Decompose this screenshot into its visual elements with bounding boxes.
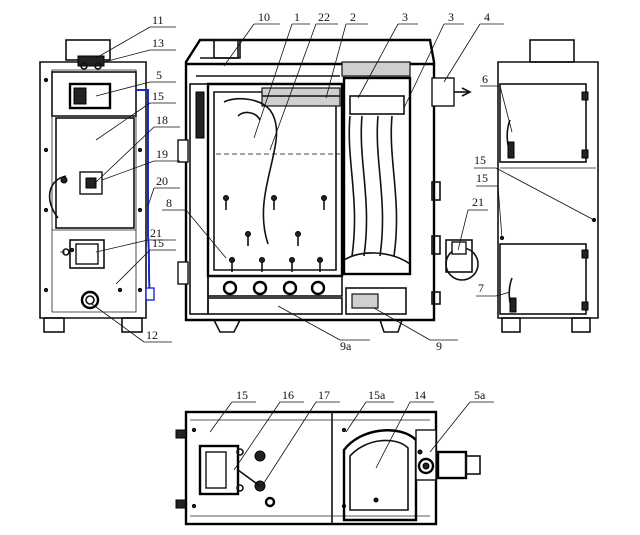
callout-12: 12 bbox=[146, 328, 158, 342]
callout-15-right-a: 15 bbox=[474, 153, 486, 167]
bottom-top-view bbox=[175, 410, 481, 526]
callout-14: 14 bbox=[414, 388, 426, 402]
callout-3-b: 3 bbox=[448, 10, 454, 24]
callout-7: 7 bbox=[478, 281, 484, 295]
callout-1: 1 bbox=[294, 10, 300, 24]
callout-6: 6 bbox=[482, 72, 488, 86]
callout-8: 8 bbox=[166, 196, 172, 210]
callout-15-bottom: 15 bbox=[236, 388, 248, 402]
callout-3-a: 3 bbox=[402, 10, 408, 24]
callout-2: 2 bbox=[350, 10, 356, 24]
callout-10: 10 bbox=[258, 10, 270, 24]
callout-21-left: 21 bbox=[150, 226, 162, 240]
callout-5: 5 bbox=[156, 68, 162, 82]
callout-20: 20 bbox=[156, 174, 168, 188]
callout-4: 4 bbox=[484, 10, 490, 24]
callout-22: 22 bbox=[318, 10, 330, 24]
callout-15-left-bottom: 15 bbox=[152, 236, 164, 250]
callout-21-right: 21 bbox=[472, 195, 484, 209]
callout-15a: 15а bbox=[368, 388, 386, 402]
callout-15-left-top: 15 bbox=[152, 89, 164, 103]
callout-9: 9 bbox=[436, 339, 442, 353]
center-section-view bbox=[177, 38, 472, 333]
left-side-view bbox=[39, 39, 155, 333]
right-side-view bbox=[445, 39, 599, 333]
callout-17: 17 bbox=[318, 388, 330, 402]
callout-19: 19 bbox=[156, 147, 168, 161]
callout-16: 16 bbox=[282, 388, 294, 402]
callout-18: 18 bbox=[156, 113, 168, 127]
callout-5a: 5а bbox=[474, 388, 486, 402]
callout-9a: 9а bbox=[340, 339, 352, 353]
callout-13: 13 bbox=[152, 36, 164, 50]
callout-15-right-b: 15 bbox=[476, 171, 488, 185]
callout-11: 11 bbox=[152, 13, 164, 27]
callouts: 11 13 5 15 18 19 20 21 15 12 10 1 22 2 3… bbox=[91, 10, 595, 487]
